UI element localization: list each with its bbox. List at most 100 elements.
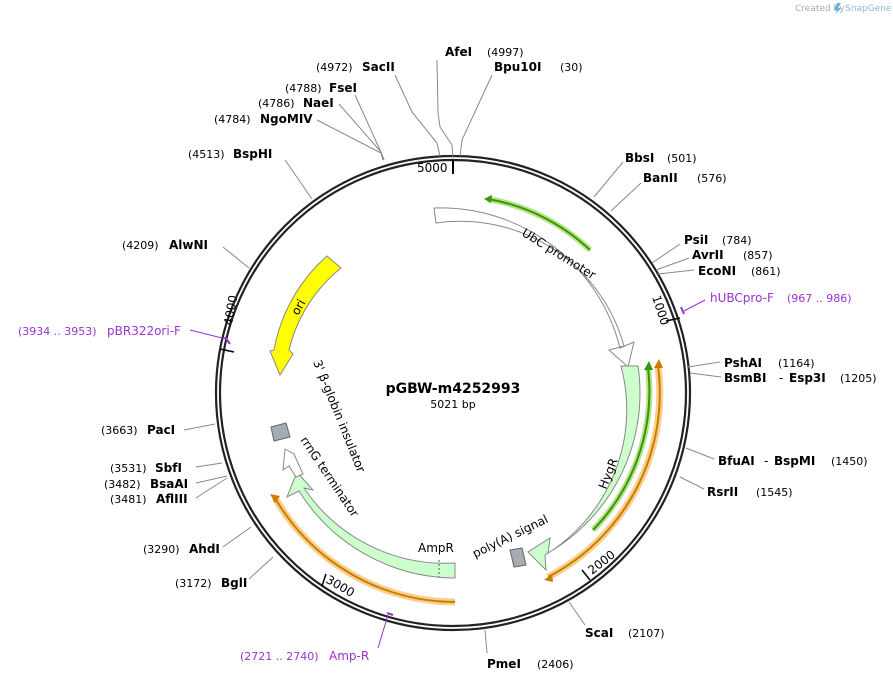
site-rsrii-pos: (1545) <box>756 486 793 499</box>
feature-orange-arrowhead-2 <box>544 574 553 582</box>
leader-bfuai <box>685 447 715 460</box>
tick-4000 <box>219 348 235 353</box>
primer-amp-r-range: (2721 .. 2740) <box>240 650 319 663</box>
site-banii: BanII <box>643 171 678 185</box>
site-bbsi-pos: (501) <box>667 152 697 165</box>
site-psii-pos: (784) <box>722 234 752 247</box>
primer-pbr322ori-f: pBR322ori-F <box>107 324 181 338</box>
site-sbfi-pos: (3531) <box>110 462 147 475</box>
leader-naei <box>338 103 385 161</box>
leader-scai <box>568 601 586 626</box>
site-bfuai: BfuAI <box>718 454 755 468</box>
tick-2000 <box>581 569 591 581</box>
site-bspmi: BspMI <box>774 454 815 468</box>
snapgene-logo: SnapGene <box>834 3 892 14</box>
tick-1000 <box>665 317 681 322</box>
feature-polya-signal <box>509 547 527 568</box>
leader-psii <box>651 243 681 264</box>
site-rsrii: RsrII <box>707 485 738 499</box>
site-avrii: AvrII <box>692 248 724 262</box>
site-pshai-pos: (1164) <box>778 357 815 370</box>
feature-orange-arrowhead-3 <box>270 494 280 503</box>
primer-leader-ampr <box>377 614 389 649</box>
leader-alwni <box>222 246 250 269</box>
site-sacii-pos: (4972) <box>316 61 353 74</box>
site-naei-pos: (4786) <box>258 97 295 110</box>
feature-label-ampr: AmpR <box>418 541 454 555</box>
site-esp3i: Esp3I <box>789 371 826 385</box>
feature-label-ori: ori <box>288 297 308 318</box>
leader-econi <box>657 269 695 275</box>
site-bgli: BglI <box>221 576 247 590</box>
tick-3000 <box>321 573 327 587</box>
site-scai: ScaI <box>585 626 613 640</box>
site-bpu10i: Bpu10I <box>494 60 541 74</box>
tick-label-5000: 5000 <box>417 161 448 175</box>
site-bpu10i-pos: (30) <box>560 61 583 74</box>
site-fsei-pos: (4788) <box>285 82 322 95</box>
leader-bsphi <box>284 159 313 200</box>
tick-label-1000: 1000 <box>649 294 672 327</box>
primer-pbr322ori-f-range: (3934 .. 3953) <box>18 325 97 338</box>
primer-leader-hubcpro <box>683 299 706 312</box>
leader-lines <box>183 59 722 654</box>
plasmid-length: 5021 bp <box>430 398 475 411</box>
leader-bpu10i <box>459 74 493 157</box>
site-alwni: AlwNI <box>169 238 208 252</box>
feature-beta-globin-insulator <box>270 422 291 442</box>
feature-green-arrowhead-2 <box>644 361 653 370</box>
site-paci: PacI <box>147 423 175 437</box>
leader-bsaai <box>195 475 228 484</box>
site-naei: NaeI <box>303 96 334 110</box>
site-pshai: PshAI <box>724 356 762 370</box>
site-avrii-pos: (857) <box>743 249 773 262</box>
plasmid-name: pGBW-m4252993 <box>386 381 521 397</box>
site-bsmbi-pos: (1205) <box>840 372 877 385</box>
leader-bbsi <box>593 161 624 198</box>
primer-leader-pbr322ori <box>189 329 227 340</box>
site-pmei: PmeI <box>487 657 521 671</box>
primer-marker-ampr <box>386 612 394 616</box>
leader-pmei <box>484 629 488 654</box>
feature-ori <box>269 255 342 377</box>
site-econi-pos: (861) <box>751 265 781 278</box>
site-paci-pos: (3663) <box>101 424 138 437</box>
leader-banii <box>610 182 642 212</box>
site-econi: EcoNI <box>698 264 736 278</box>
site-bgli-pos: (3172) <box>175 577 212 590</box>
feature-green-arc-2 <box>592 367 651 531</box>
site-bfuai-pos: (1450) <box>831 455 868 468</box>
site-scai-pos: (2107) <box>628 627 665 640</box>
site-sbfi: SbfI <box>155 461 182 475</box>
site-bbsi: BbsI <box>625 151 654 165</box>
site-bsmbi: BsmBI <box>724 371 766 385</box>
credit-text: Created by <box>795 4 845 14</box>
site-ngomiv: NgoMIV <box>260 112 313 126</box>
site-afei: AfeI <box>445 45 472 59</box>
primer-marker-hubcpro <box>680 306 685 315</box>
site-bfuai-dash: - <box>764 454 768 468</box>
site-afei-pos: (4997) <box>487 46 524 59</box>
tick-label-4000: 4000 <box>221 294 240 327</box>
site-ahdi-pos: (3290) <box>143 543 180 556</box>
primer-marker-pbr322ori <box>224 336 231 345</box>
site-bsphi: BspHI <box>233 147 272 161</box>
feature-green-arrowhead-1 <box>484 195 492 203</box>
feature-orange-arrowhead-1 <box>654 359 663 368</box>
site-psii: PsiI <box>684 233 708 247</box>
leader-paci <box>183 423 216 431</box>
leader-afliii <box>195 477 228 499</box>
leader-sbfi <box>195 462 223 468</box>
primer-hubcpro-f: hUBCpro-F <box>710 291 774 305</box>
leader-afei <box>436 59 454 159</box>
site-afliii: AflIII <box>156 492 188 506</box>
snapgene-logo-icon <box>834 3 841 14</box>
feature-label-ubc-promoter: UbC promoter <box>519 226 598 283</box>
site-afliii-pos: (3481) <box>110 493 147 506</box>
site-bsaai-pos: (3482) <box>104 478 141 491</box>
site-fsei: FseI <box>329 81 357 95</box>
primer-amp-r: Amp-R <box>329 649 369 663</box>
feature-hygr <box>527 365 641 572</box>
leader-ahdi <box>222 526 252 548</box>
